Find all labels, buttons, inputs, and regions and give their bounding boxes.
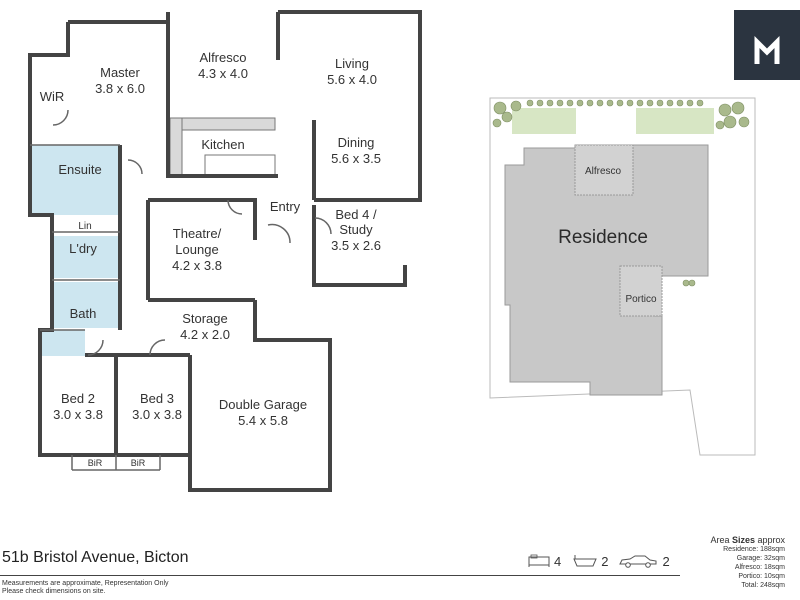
garage-size: 5.4 x 5.8 bbox=[238, 413, 288, 428]
kitchen-bench bbox=[169, 117, 276, 131]
kitchen-side bbox=[169, 117, 183, 177]
area-residence: Residence: 188sqm bbox=[723, 546, 785, 553]
living-label: Living bbox=[335, 56, 369, 71]
area-alfresco: Alfresco: 18sqm bbox=[734, 564, 785, 571]
bathtub-icon bbox=[573, 555, 597, 567]
garage-label: Double Garage bbox=[219, 397, 307, 412]
footer-divider bbox=[0, 575, 680, 576]
site-portico-label: Portico bbox=[625, 294, 657, 305]
feature-icons: 4 2 2 bbox=[528, 552, 670, 570]
residence-label: Residence bbox=[558, 227, 648, 248]
area-sizes-title: Area Sizes approx bbox=[710, 535, 785, 545]
master-size: 3.8 x 6.0 bbox=[95, 81, 145, 96]
shrubs bbox=[492, 99, 750, 287]
area-sizes: Area Sizes approx Residence: 188sqm Gara… bbox=[710, 535, 785, 590]
storage-label: Storage bbox=[182, 311, 228, 326]
lawn-left bbox=[512, 108, 576, 134]
room-labels: Master 3.8 x 6.0 WiR Alfresco 4.3 x 4.0 … bbox=[40, 50, 657, 468]
bed3-size: 3.0 x 3.8 bbox=[132, 407, 182, 422]
bath-label: Bath bbox=[70, 306, 97, 321]
area-total: Total: 248sqm bbox=[741, 582, 785, 589]
wall-theatre bbox=[148, 198, 257, 240]
bed4-label-1: Bed 4 / bbox=[335, 207, 377, 222]
theatre-label-1: Theatre/ bbox=[173, 226, 222, 241]
ensuite-floor bbox=[30, 145, 120, 215]
wall-garage bbox=[188, 300, 332, 492]
area-title-bold: Sizes bbox=[731, 535, 755, 545]
lawn-right bbox=[636, 108, 714, 134]
laundry-floor bbox=[52, 236, 120, 278]
entry-label: Entry bbox=[270, 199, 301, 214]
property-address: 51b Bristol Avenue, Bicton bbox=[2, 549, 189, 566]
bath-floor bbox=[52, 282, 120, 328]
bed4-label-2: Study bbox=[339, 222, 373, 237]
bed2-size: 3.0 x 3.8 bbox=[53, 407, 103, 422]
area-title-suffix: approx bbox=[754, 535, 785, 545]
wir-label: WiR bbox=[40, 89, 65, 104]
disclaimer: Measurements are approximate, Representa… bbox=[2, 580, 169, 596]
disclaimer-line-2: Please check dimensions on site. bbox=[2, 588, 106, 595]
bedroom-count: 4 bbox=[554, 553, 562, 569]
disclaimer-line-1: Measurements are approximate, Representa… bbox=[2, 580, 169, 587]
alfresco-footprint bbox=[574, 144, 634, 196]
area-portico: Portico: 10sqm bbox=[738, 573, 785, 580]
ensuite-label: Ensuite bbox=[58, 162, 101, 177]
bir1-label: BiR bbox=[88, 458, 103, 468]
residence-footprint bbox=[504, 144, 709, 396]
car-count: 2 bbox=[662, 553, 670, 569]
site-plan bbox=[489, 97, 756, 456]
living-size: 5.6 x 4.0 bbox=[327, 72, 377, 87]
lin-label: Lin bbox=[78, 221, 91, 232]
kitchen-label: Kitchen bbox=[201, 137, 244, 152]
bed3-label: Bed 3 bbox=[140, 391, 174, 406]
portico-footprint bbox=[619, 265, 663, 317]
bir2-label: BiR bbox=[131, 458, 146, 468]
theatre-size: 4.2 x 3.8 bbox=[172, 258, 222, 273]
kitchen-island bbox=[204, 154, 276, 176]
wall-wir bbox=[28, 22, 70, 145]
wc-floor bbox=[40, 330, 85, 356]
dining-label: Dining bbox=[338, 135, 375, 150]
car-icon bbox=[619, 555, 657, 568]
bathroom-count: 2 bbox=[601, 553, 609, 569]
master-label: Master bbox=[100, 65, 140, 80]
bed2-label: Bed 2 bbox=[61, 391, 95, 406]
site-alfresco-label: Alfresco bbox=[585, 166, 622, 177]
area-title-prefix: Area bbox=[710, 535, 732, 545]
dining-size: 5.6 x 3.5 bbox=[331, 151, 381, 166]
laundry-label: L'dry bbox=[69, 241, 97, 256]
area-garage: Garage: 32sqm bbox=[736, 555, 785, 562]
theatre-label-2: Lounge bbox=[175, 242, 218, 257]
wall-kitchen bbox=[166, 118, 278, 178]
alfresco-size: 4.3 x 4.0 bbox=[198, 66, 248, 81]
bed-icon bbox=[528, 554, 550, 567]
floor-plan bbox=[28, 10, 422, 492]
wall-bed4 bbox=[312, 205, 407, 287]
alfresco-label: Alfresco bbox=[200, 50, 247, 65]
wall-living-top bbox=[278, 10, 422, 202]
bed4-size: 3.5 x 2.6 bbox=[331, 238, 381, 253]
storage-size: 4.2 x 2.0 bbox=[180, 327, 230, 342]
m-logo-icon bbox=[734, 10, 800, 80]
